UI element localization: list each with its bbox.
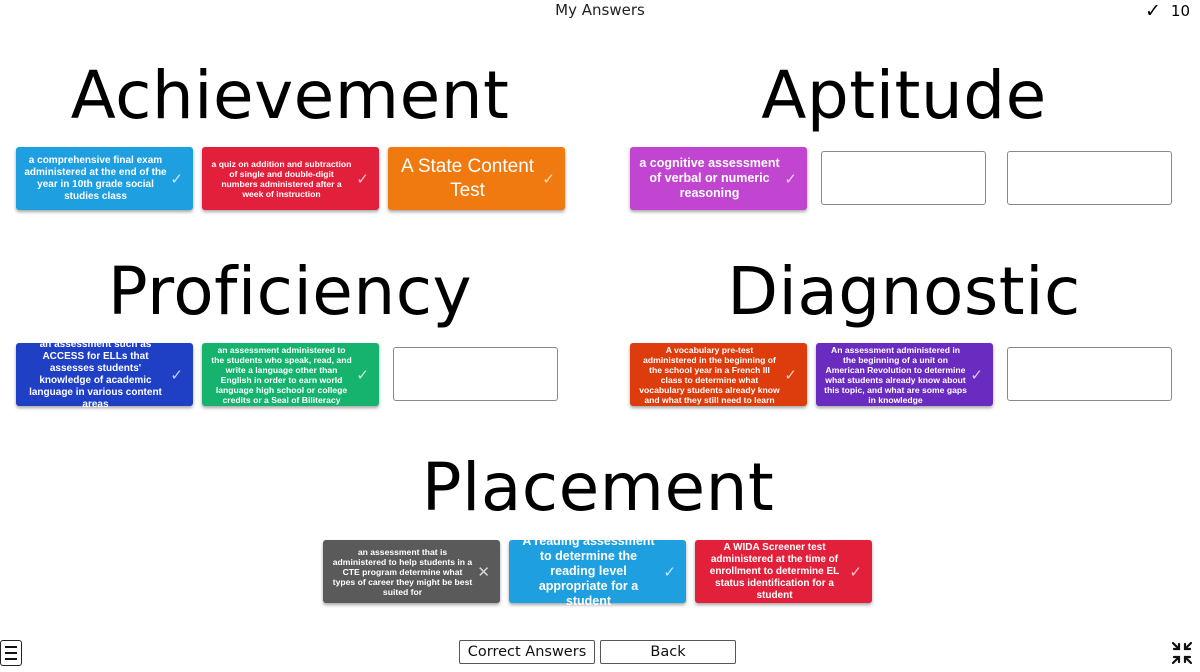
card-text: A WIDA Screener test administered at the… bbox=[709, 541, 840, 601]
check-icon: ✓ bbox=[356, 365, 369, 384]
answer-card[interactable]: A reading assessment to determine the re… bbox=[509, 534, 686, 608]
page-title: My Answers bbox=[555, 1, 645, 19]
card-text: An assessment administered in the beginn… bbox=[824, 344, 967, 405]
answer-card[interactable]: a comprehensive final exam administered … bbox=[16, 147, 193, 210]
answer-card[interactable]: a cognitive assessment of verbal or nume… bbox=[630, 147, 807, 210]
correct-answers-button[interactable]: Correct Answers bbox=[459, 640, 595, 664]
menu-icon[interactable] bbox=[0, 640, 22, 666]
answer-card[interactable]: an assessment that is administered to he… bbox=[323, 540, 500, 603]
card-text: an assessment administered to the studen… bbox=[211, 344, 352, 405]
card-text: a quiz on addition and subtraction of si… bbox=[211, 158, 352, 199]
answer-card[interactable]: a quiz on addition and subtraction of si… bbox=[202, 147, 379, 210]
check-icon: ✓ bbox=[849, 562, 862, 581]
card-text: a cognitive assessment of verbal or nume… bbox=[639, 156, 780, 200]
group-heading-placement: Placement bbox=[421, 449, 775, 526]
cross-icon: ✕ bbox=[477, 562, 490, 581]
checkmark-icon: ✓ bbox=[1144, 0, 1161, 22]
card-text: A reading assessment to determine the re… bbox=[522, 534, 655, 608]
answer-card[interactable]: A vocabulary pre-test administered in th… bbox=[630, 343, 807, 406]
group-heading-diagnostic: Diagnostic bbox=[727, 253, 1081, 330]
check-icon: ✓ bbox=[784, 365, 797, 384]
check-icon: ✓ bbox=[784, 169, 797, 188]
check-icon: ✓ bbox=[542, 169, 555, 188]
answer-card[interactable]: an assessment such as ACCESS for ELLs th… bbox=[16, 339, 193, 410]
check-icon: ✓ bbox=[356, 169, 369, 188]
answer-card[interactable]: A State Content Test ✓ bbox=[388, 147, 565, 210]
card-text: a comprehensive final exam administered … bbox=[24, 154, 167, 202]
group-heading-proficiency: Proficiency bbox=[107, 253, 473, 330]
empty-drop-slot[interactable] bbox=[1007, 347, 1172, 401]
answer-card[interactable]: A WIDA Screener test administered at the… bbox=[695, 540, 872, 603]
empty-drop-slot[interactable] bbox=[393, 347, 558, 401]
check-icon: ✓ bbox=[170, 365, 183, 384]
score-value: 10 bbox=[1170, 2, 1190, 20]
check-icon: ✓ bbox=[970, 365, 983, 384]
score-display: ✓ 10 bbox=[1145, 0, 1190, 22]
check-icon: ✓ bbox=[170, 169, 183, 188]
empty-drop-slot[interactable] bbox=[1007, 151, 1172, 205]
card-text: A vocabulary pre-test administered in th… bbox=[639, 344, 780, 405]
answer-card[interactable]: An assessment administered in the beginn… bbox=[816, 343, 993, 406]
card-text: A State Content Test bbox=[400, 155, 535, 201]
card-text: an assessment such as ACCESS for ELLs th… bbox=[29, 338, 162, 410]
empty-drop-slot[interactable] bbox=[821, 151, 986, 205]
answer-card[interactable]: an assessment administered to the studen… bbox=[202, 343, 379, 406]
group-heading-achievement: Achievement bbox=[70, 57, 510, 134]
collapse-fullscreen-icon[interactable] bbox=[1170, 640, 1194, 666]
card-text: an assessment that is administered to he… bbox=[332, 546, 473, 597]
group-heading-aptitude: Aptitude bbox=[761, 57, 1047, 134]
back-button[interactable]: Back bbox=[600, 640, 736, 664]
check-icon: ✓ bbox=[663, 562, 676, 581]
